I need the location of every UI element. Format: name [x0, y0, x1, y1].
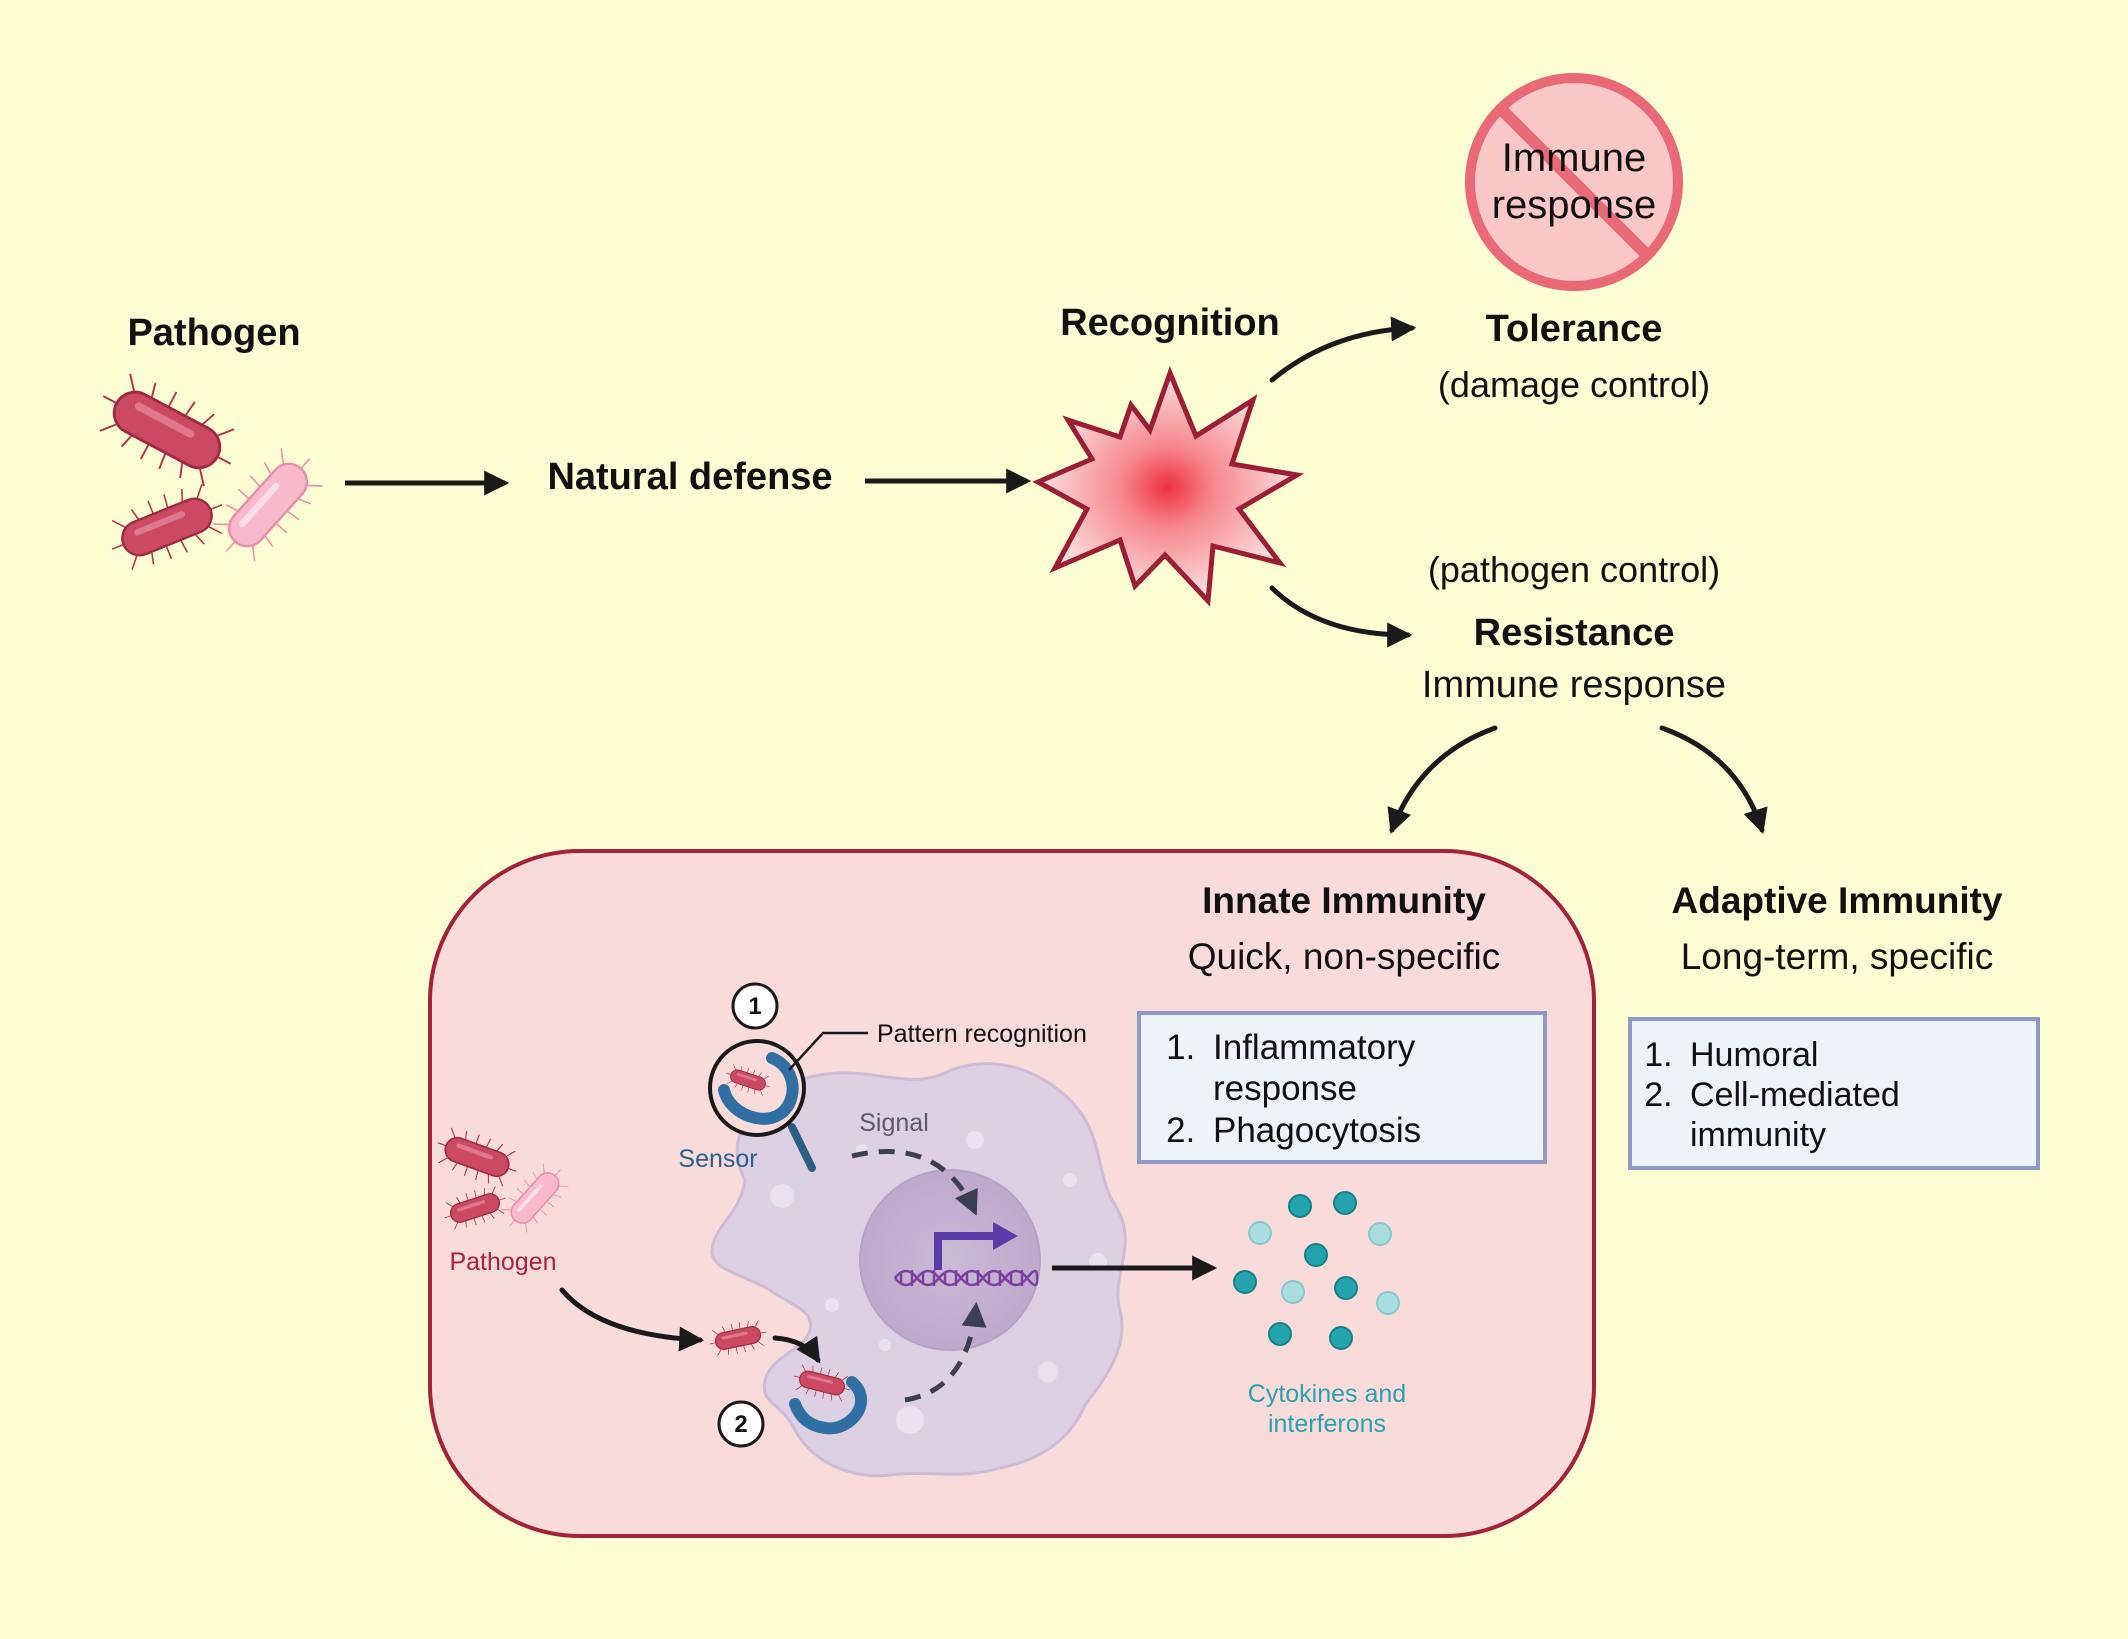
resistance-title: Resistance [1473, 612, 1675, 654]
step-2-label: 2 [734, 1411, 748, 1438]
innate-list-item: Inflammatory response [1205, 1027, 1543, 1110]
natural-defense-label: Natural defense [547, 456, 833, 498]
step-1-badge [731, 982, 779, 1030]
tolerance-title: Tolerance [1485, 308, 1663, 350]
adaptive-list-box: Humoral Cell-mediated immunity [1628, 1017, 2040, 1170]
innate-title: Innate Immunity [1202, 880, 1486, 921]
pattern-recognition-callout-line [788, 1031, 868, 1071]
innate-list-box: Inflammatory response Phagocytosis [1137, 1011, 1547, 1164]
innate-subtitle: Quick, non-specific [1187, 936, 1501, 977]
recognition-label: Recognition [1060, 302, 1280, 344]
tolerance-subtitle: (damage control) [1437, 364, 1711, 405]
adaptive-list-item: Humoral [1682, 1035, 2036, 1075]
nucleus [859, 1169, 1041, 1351]
arrow-engulf [772, 1335, 821, 1364]
adaptive-list-item: Cell-mediated immunity [1682, 1075, 1920, 1155]
arrow-to-adaptive [1659, 725, 1768, 834]
innate-list: Inflammatory response Phagocytosis [1141, 1027, 1543, 1151]
resistance-subtitle: Immune response [1421, 664, 1727, 706]
adaptive-list: Humoral Cell-mediated immunity [1632, 1035, 2036, 1155]
resistance-note: (pathogen control) [1427, 549, 1721, 590]
arrow-to-innate [1387, 725, 1498, 834]
sensor-label: Sensor [678, 1145, 758, 1173]
gene-activation-arrow-icon [934, 1222, 1018, 1270]
pattern-recognition-label: Pattern recognition [877, 1020, 1087, 1048]
cytokines-label: Cytokines and interferons [1248, 1379, 1406, 1439]
step-2-badge [717, 1400, 765, 1448]
signal-arrow-bottom [904, 1301, 987, 1403]
cytokines-label-line2: interferons [1267, 1410, 1387, 1438]
arrow-to-resistance [1269, 585, 1413, 648]
no-sign-text-line1: Immune [1501, 136, 1647, 180]
step-1-label: 1 [748, 993, 762, 1020]
dna-icon [894, 1269, 1039, 1287]
no-entry-icon [1465, 73, 1683, 291]
starburst-icon [1032, 365, 1305, 607]
signal-label: Signal [859, 1109, 929, 1137]
innate-list-item: Phagocytosis [1205, 1110, 1543, 1151]
no-sign-text-line2: response [1491, 183, 1657, 228]
cytokine-dots-icon [1233, 1191, 1400, 1350]
adaptive-title: Adaptive Immunity [1671, 880, 2003, 921]
magnifier-handle [788, 1123, 816, 1172]
vesicle-dots [770, 1131, 1107, 1434]
receptor-sensor-icon [789, 1376, 868, 1435]
no-sign-text: Immune response [1492, 135, 1657, 229]
adaptive-subtitle: Long-term, specific [1680, 936, 1994, 977]
pathogen-label: Pathogen [449, 1248, 557, 1276]
bacteria-icon [83, 361, 336, 580]
pathogen-title: Pathogen [127, 312, 301, 354]
arrow-to-tolerance [1269, 316, 1417, 383]
arrow-pathogen-to-cell [559, 1287, 705, 1352]
receptor-sensor-icon [718, 1052, 799, 1125]
cytokines-label-line1: Cytokines and [1247, 1380, 1407, 1408]
